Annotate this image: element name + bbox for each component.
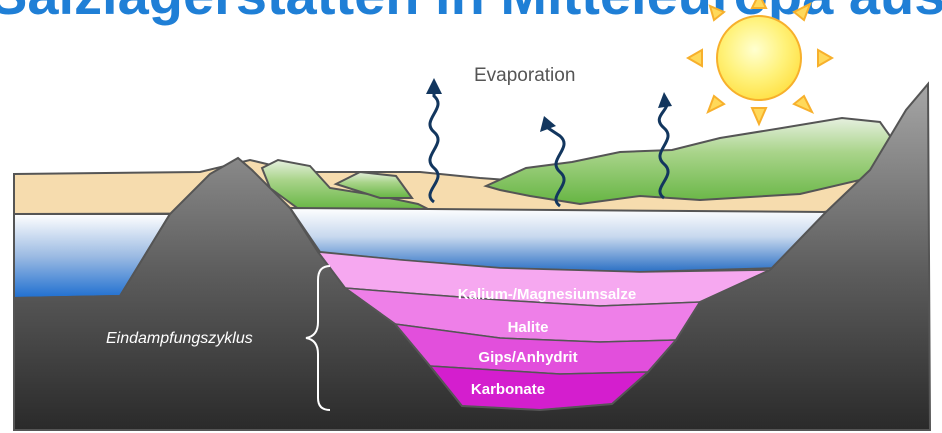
layer-label-kalium: Kalium-/Magnesiumsalze	[458, 286, 636, 303]
layer-label-karbonate: Karbonate	[471, 381, 545, 398]
layer-label-gips: Gips/Anhydrit	[478, 349, 577, 366]
layer-label-halite: Halite	[508, 319, 549, 336]
evaporation-label: Evaporation	[474, 65, 575, 86]
cycle-label: Eindampfungszyklus	[106, 330, 253, 347]
